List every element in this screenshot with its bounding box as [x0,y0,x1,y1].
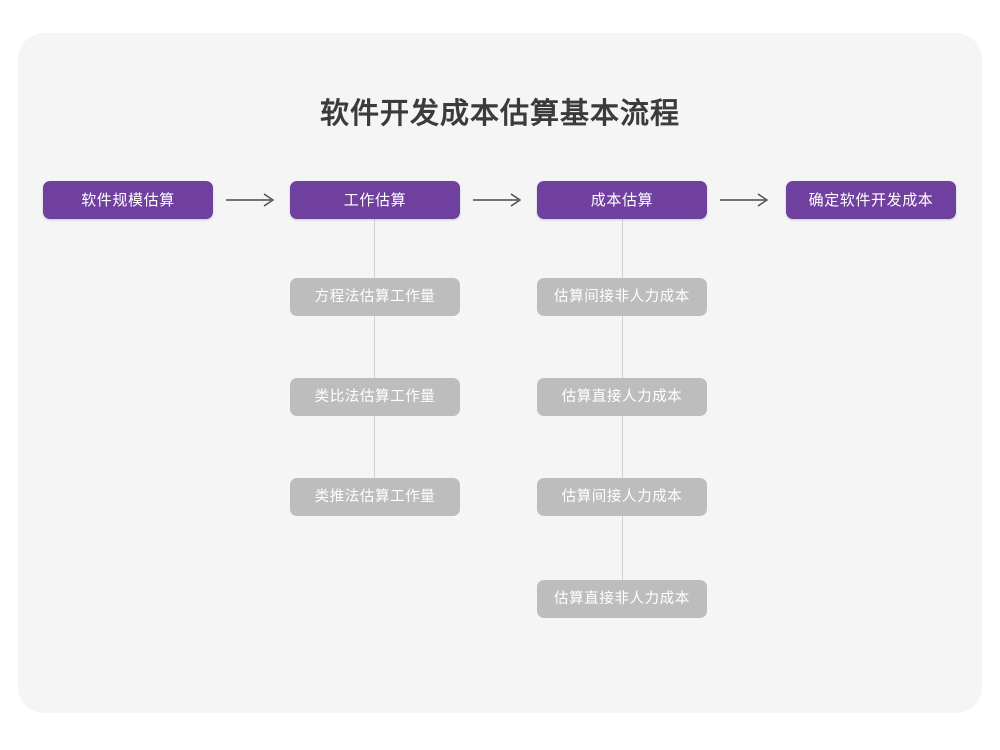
flow-node-step2-label: 工作估算 [343,191,407,209]
flow-node-step3-label: 成本估算 [590,191,654,209]
flow-node-step4[interactable]: 确定软件开发成本 [786,181,956,219]
flow-node-step3[interactable]: 成本估算 [537,181,707,219]
flow-node-step4-label: 确定软件开发成本 [808,191,934,209]
sub-node-cost-4-label: 估算直接非人力成本 [554,590,690,607]
arrow-right-icon-1 [225,192,279,208]
sub-node-cost-1[interactable]: 估算间接非人力成本 [537,278,707,316]
connector-line-work-column [374,219,375,497]
page-title: 软件开发成本估算基本流程 [319,98,680,130]
sub-node-work-1-label: 方程法估算工作量 [314,288,436,305]
sub-node-work-3[interactable]: 类推法估算工作量 [290,478,460,516]
sub-node-cost-2[interactable]: 估算直接人力成本 [537,378,707,416]
sub-node-cost-3[interactable]: 估算间接人力成本 [537,478,707,516]
sub-node-cost-3-label: 估算间接人力成本 [561,488,683,505]
sub-node-work-2-label: 类比法估算工作量 [314,388,436,405]
sub-node-work-2[interactable]: 类比法估算工作量 [290,378,460,416]
diagram-card [18,33,982,713]
sub-node-work-3-label: 类推法估算工作量 [314,488,436,505]
arrow-right-icon-3 [719,192,773,208]
flow-node-step1-label: 软件规模估算 [81,191,175,209]
sub-node-cost-2-label: 估算直接人力成本 [561,388,683,405]
sub-node-work-1[interactable]: 方程法估算工作量 [290,278,460,316]
sub-node-cost-4[interactable]: 估算直接非人力成本 [537,580,707,618]
sub-node-cost-1-label: 估算间接非人力成本 [554,288,690,305]
arrow-right-icon-2 [472,192,526,208]
flow-node-step1[interactable]: 软件规模估算 [43,181,213,219]
flow-node-step2[interactable]: 工作估算 [290,181,460,219]
